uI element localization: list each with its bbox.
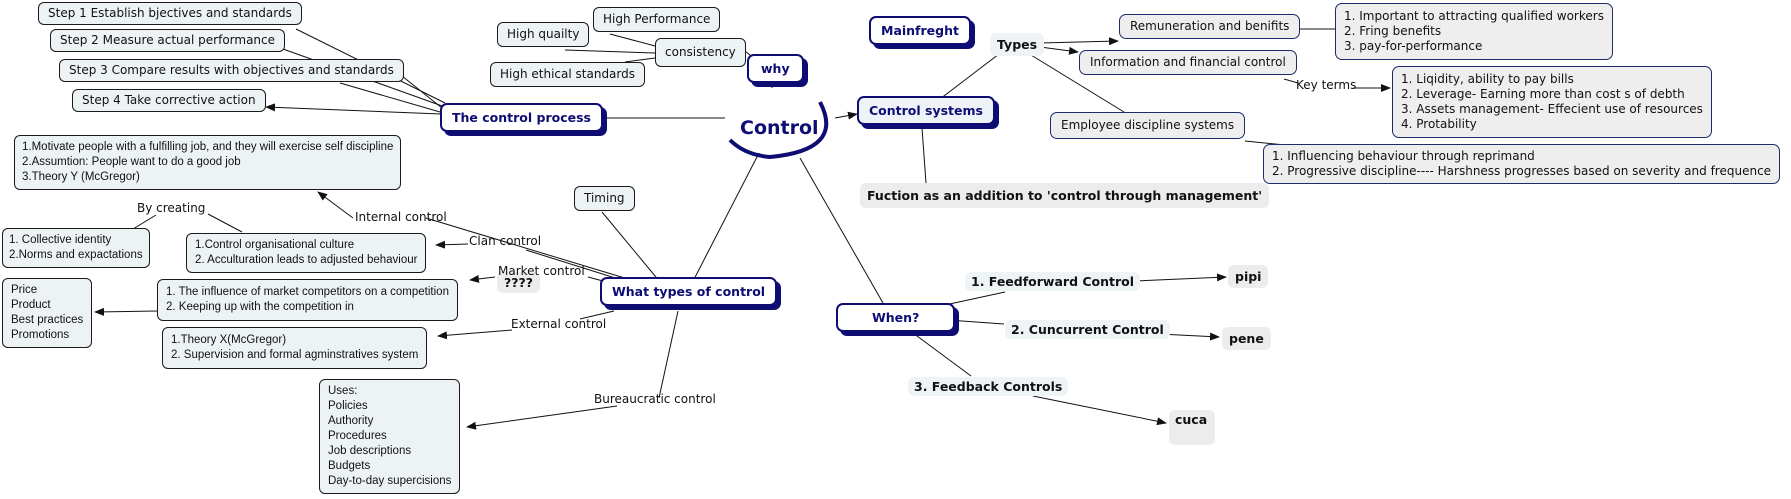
label-by-creating: By creating (137, 201, 206, 215)
link-systems-function (921, 127, 927, 184)
node-control-process[interactable]: The control process (440, 103, 603, 132)
node-info-financial[interactable]: Information and financial control (1079, 50, 1297, 75)
node-why[interactable]: why (747, 54, 804, 83)
node-market-details[interactable]: 1. The influence of market competitors o… (157, 279, 458, 321)
node-by-creating-details[interactable]: 1. Collective identity 2.Norms and expac… (2, 228, 150, 268)
label-clan-control: Clan control (469, 234, 542, 248)
node-pene[interactable]: pene (1222, 327, 1271, 350)
node-step-2[interactable]: Step 2 Measure actual performance (50, 29, 286, 52)
node-mainfreght[interactable]: Mainfreght (869, 16, 971, 45)
node-key-terms-details[interactable]: 1. Liqidity, ability to pay bills 2. Lev… (1392, 66, 1712, 138)
node-timing[interactable]: Timing (574, 186, 635, 211)
node-control-systems[interactable]: Control systems (857, 96, 995, 125)
link-types-discipline (1030, 54, 1125, 113)
node-employee-discipline[interactable]: Employee discipline systems (1050, 112, 1246, 139)
link-when-fb (912, 332, 972, 377)
link-step4 (265, 103, 442, 115)
center-node-control[interactable]: Control (740, 117, 819, 139)
node-cuca[interactable]: cuca (1169, 410, 1216, 445)
link-market-details (469, 274, 496, 283)
node-feedback[interactable]: 3. Feedback Controls (908, 377, 1069, 396)
link-market-factors (94, 307, 158, 316)
node-high-ethical[interactable]: High ethical standards (490, 62, 645, 87)
node-high-quality[interactable]: High quailty (497, 22, 590, 47)
link-bycreating-1 (132, 214, 157, 230)
link-whattypes-bureau (658, 310, 679, 399)
node-function-note[interactable]: Fuction as an addition to 'control throu… (860, 183, 1270, 208)
link-cons-perf (609, 33, 656, 47)
link-whattypes-timing (601, 211, 666, 289)
node-step-1[interactable]: Step 1 Establish bjectives and standards (38, 2, 302, 25)
link-center-systems (834, 111, 858, 120)
link-bycreating-2 (207, 213, 243, 233)
link-clan-details (435, 240, 469, 249)
label-key-terms: Key terms (1296, 78, 1357, 92)
label-internal-control: Internal control (355, 210, 447, 224)
link-whattypes-internal1 (425, 217, 629, 280)
node-step-3[interactable]: Step 3 Compare results with objectives a… (59, 59, 404, 82)
link-step3b (339, 82, 441, 113)
node-clan-details[interactable]: 1.Control organisational culture 2. Accu… (186, 233, 427, 273)
link-external-details (437, 329, 513, 340)
link-bureau-details (466, 405, 618, 430)
node-internal-details[interactable]: 1.Motivate people with a fulfilling job,… (14, 135, 402, 190)
node-remuneration[interactable]: Remuneration and benifits (1119, 14, 1301, 39)
link-center-whattypes (689, 152, 760, 288)
node-types[interactable]: Types (990, 33, 1045, 56)
link-systems-types (939, 53, 1000, 100)
link-types-remun (1039, 37, 1119, 46)
link-internal-details (317, 191, 354, 219)
link-cons-quality (564, 49, 656, 54)
link-types-info (1039, 46, 1079, 55)
link-info-keyterms (1283, 78, 1299, 84)
link-cons-ethical (624, 57, 656, 63)
node-consistency[interactable]: consistency (655, 38, 746, 67)
link-fb-cuca (1032, 395, 1167, 426)
node-concurrent[interactable]: 2. Cuncurrent Control (1005, 320, 1170, 339)
link-step3 (401, 75, 443, 109)
node-external-details[interactable]: 1.Theory X(McGregor) 2. Supervision and … (162, 327, 428, 369)
link-whattypes-internal2 (525, 249, 629, 283)
node-when[interactable]: When? (836, 303, 956, 332)
node-discipline-details[interactable]: 1. Influencing behaviour through reprima… (1263, 144, 1781, 184)
node-feedforward[interactable]: 1. Feedforward Control (965, 272, 1141, 291)
node-remuneration-details[interactable]: 1. Important to attracting qualified wor… (1335, 3, 1613, 60)
center-arc (728, 101, 829, 160)
link-whattypes-external (579, 310, 615, 320)
label-bureaucratic-control: Bureaucratic control (594, 392, 716, 406)
link-center-when (799, 157, 884, 304)
label-external-control: External control (511, 317, 607, 331)
node-what-types[interactable]: What types of control (600, 277, 778, 306)
label-market-control: Market control (498, 264, 585, 278)
node-pipi[interactable]: pipi (1228, 265, 1269, 288)
node-step-4[interactable]: Step 4 Take corrective action (72, 89, 266, 112)
link-ff-pipi (1134, 273, 1227, 282)
node-market-factors[interactable]: Price Product Best practices Promotions (2, 278, 93, 348)
link-when-cc (947, 319, 1005, 325)
node-market-unknown[interactable]: ???? (497, 272, 541, 293)
node-bureaucratic-details[interactable]: Uses: Policies Authority Procedures Job … (319, 379, 461, 494)
node-high-performance[interactable]: High Performance (593, 7, 721, 32)
link-when-ff (944, 291, 1006, 306)
